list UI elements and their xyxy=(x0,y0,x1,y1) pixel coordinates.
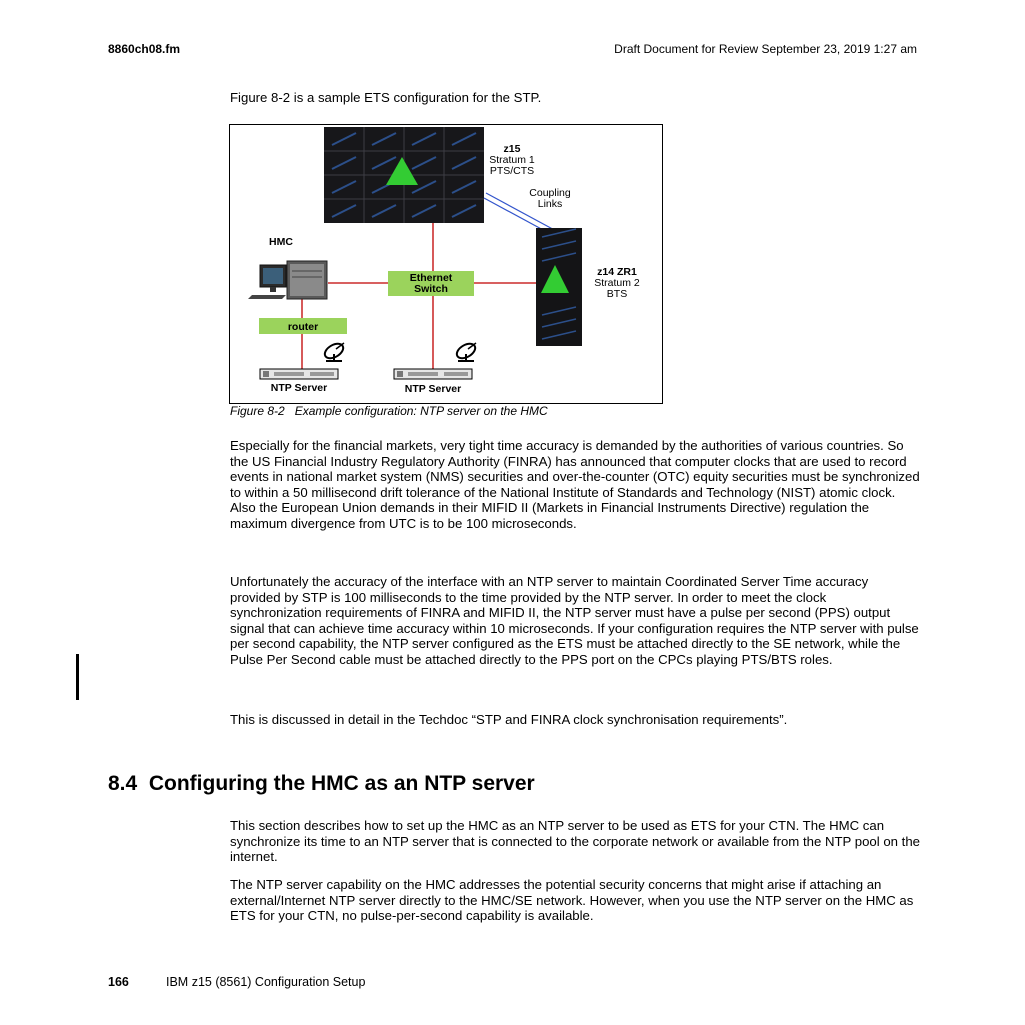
satellite-dish-icon xyxy=(455,342,477,362)
switch-label-2: Switch xyxy=(414,283,448,295)
section-heading: 8.4 Configuring the HMC as an NTP server xyxy=(108,772,535,795)
hmc-label: HMC xyxy=(269,236,293,248)
figure-caption: Figure 8-2 Example configuration: NTP se… xyxy=(230,404,548,418)
header-draft-notice: Draft Document for Review September 23, … xyxy=(614,42,917,56)
paragraph-techdoc: This is discussed in detail in the Techd… xyxy=(230,712,788,727)
switch-label-1: Ethernet xyxy=(410,272,453,284)
z15-title: z15 xyxy=(504,143,521,155)
page-number: 166 xyxy=(108,975,129,989)
ntp-server-label-right: NTP Server xyxy=(405,383,461,395)
coupling-label-2: Links xyxy=(538,198,563,210)
router-box xyxy=(259,318,347,334)
footer-title: IBM z15 (8561) Configuration Setup xyxy=(166,975,366,989)
ethernet-switch-box xyxy=(388,271,474,296)
satellite-dish-icon xyxy=(323,342,345,362)
stratum1-triangle-icon xyxy=(386,157,418,185)
z15-role: PTS/CTS xyxy=(490,165,534,177)
ntp-appliance-icon-right xyxy=(393,368,473,380)
paragraph-ntp-accuracy: Unfortunately the accuracy of the interf… xyxy=(230,574,919,667)
coupling-link-1 xyxy=(485,192,561,234)
ntp-appliance-icon-left xyxy=(259,368,339,380)
paragraph-hmc-setup: This section describes how to set up the… xyxy=(230,818,921,865)
coupling-label-1: Coupling xyxy=(529,187,571,199)
hmc-computer-icon xyxy=(248,260,328,300)
z14-stratum: Stratum 2 xyxy=(594,277,640,289)
z14-title: z14 ZR1 xyxy=(597,266,637,278)
stratum2-triangle-icon xyxy=(541,265,569,293)
paragraph-security: The NTP server capability on the HMC add… xyxy=(230,877,914,924)
figure-8-2: z15 Stratum 1 PTS/CTS Coupling Links HMC… xyxy=(229,124,663,404)
router-label: router xyxy=(288,321,318,333)
paragraph-finra: Especially for the financial markets, ve… xyxy=(230,438,920,531)
header-filename: 8860ch08.fm xyxy=(108,42,181,56)
ntp-server-label-left: NTP Server xyxy=(271,382,327,394)
z14-role: BTS xyxy=(607,288,627,300)
change-bar xyxy=(76,654,79,700)
z15-mainframe-icon xyxy=(324,127,484,223)
intro-paragraph: Figure 8-2 is a sample ETS configuration… xyxy=(230,90,542,105)
z14-rack-icon xyxy=(536,228,582,346)
z15-stratum: Stratum 1 xyxy=(489,154,535,166)
figure-diagram: z15 Stratum 1 PTS/CTS Coupling Links HMC… xyxy=(248,127,640,395)
